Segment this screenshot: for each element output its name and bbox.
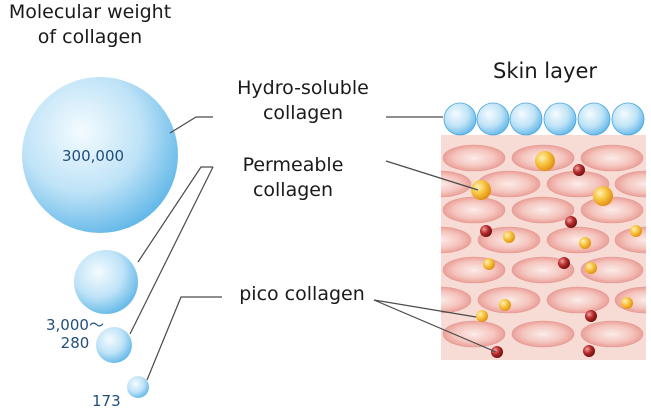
red-particle — [573, 164, 585, 176]
skin-cell — [441, 170, 472, 198]
skin-cells — [441, 144, 646, 348]
skin-cell — [442, 256, 506, 284]
orange-particle — [593, 186, 613, 206]
red-particle — [583, 345, 595, 357]
skin-cell — [580, 144, 644, 172]
orange-particle — [630, 225, 642, 237]
weight-173: 173 — [92, 392, 121, 410]
orange-particle — [535, 151, 555, 171]
weight-3000-280: 3,000～ 280 — [46, 316, 104, 352]
surface-collagen-spheres — [443, 102, 645, 136]
orange-particle — [499, 299, 511, 311]
orange-particle — [476, 310, 488, 322]
line-hydro-to-sphere — [169, 116, 213, 134]
line-permeable-to-280 — [129, 166, 214, 335]
skin-cell — [546, 286, 610, 314]
molecule-spheres — [22, 77, 178, 398]
sphere-280 — [96, 327, 132, 363]
skin-cell — [442, 144, 506, 172]
red-particle — [558, 257, 570, 269]
orange-particle — [483, 258, 495, 270]
skin-cell — [614, 170, 646, 198]
skin-cell — [441, 226, 472, 254]
skin-cell — [441, 286, 472, 314]
hydro-soluble-label-line1: Hydro-soluble — [237, 77, 369, 99]
pico-collagen-label: pico collagen — [239, 283, 365, 305]
skin-cell — [580, 196, 644, 224]
hydro-soluble-label-line2: collagen — [262, 102, 344, 124]
molecular-weight-title-line1: Molecular weight — [8, 1, 172, 23]
red-particle — [480, 225, 492, 237]
orange-particle — [503, 231, 515, 243]
surface-sphere — [443, 102, 477, 136]
skin-cell — [511, 196, 575, 224]
line-pico-to-173 — [146, 296, 222, 381]
sphere-173 — [127, 376, 149, 398]
weight-3000-line: 3,000～ — [46, 316, 104, 334]
leader-lines — [129, 116, 497, 381]
permeable-label-line1: Permeable — [242, 154, 344, 176]
skin-cell — [442, 320, 506, 348]
line-pico-to-skin-1 — [373, 299, 477, 318]
surface-sphere — [543, 102, 577, 136]
sphere-3000 — [74, 250, 138, 314]
orange-particles — [471, 151, 642, 322]
skin-cell — [511, 320, 575, 348]
orange-particle — [585, 262, 597, 274]
line-permeable-to-skin — [385, 160, 479, 191]
orange-particle — [579, 237, 591, 249]
red-particle — [565, 216, 577, 228]
surface-sphere — [509, 102, 543, 136]
skin-cell — [477, 286, 541, 314]
skin-layer-title: Skin layer — [493, 59, 597, 83]
skin-cell — [442, 196, 506, 224]
skin-cell — [546, 226, 610, 254]
weight-300000: 300,000 — [62, 147, 125, 165]
line-pico-to-skin-2 — [373, 299, 497, 353]
surface-sphere — [476, 102, 510, 136]
skin-cell — [580, 320, 644, 348]
surface-sphere — [611, 102, 645, 136]
permeable-label: Permeable collagen — [218, 153, 368, 203]
weight-280-line: 280 — [60, 334, 90, 352]
red-particle — [491, 346, 503, 358]
line-permeable-to-3000 — [137, 166, 213, 263]
molecular-weight-title-line2: of collagen — [37, 26, 143, 48]
skin-cell — [580, 256, 644, 284]
hydro-soluble-label: Hydro-soluble collagen — [218, 76, 388, 126]
red-particle — [585, 310, 597, 322]
sphere-300000 — [22, 77, 178, 233]
orange-particle — [621, 297, 633, 309]
orange-particle — [471, 180, 491, 200]
molecular-weight-title: Molecular weight of collagen — [0, 0, 180, 50]
surface-sphere — [577, 102, 611, 136]
skin-layer — [441, 102, 646, 360]
permeable-label-line2: collagen — [252, 179, 334, 201]
red-particles — [480, 164, 597, 358]
